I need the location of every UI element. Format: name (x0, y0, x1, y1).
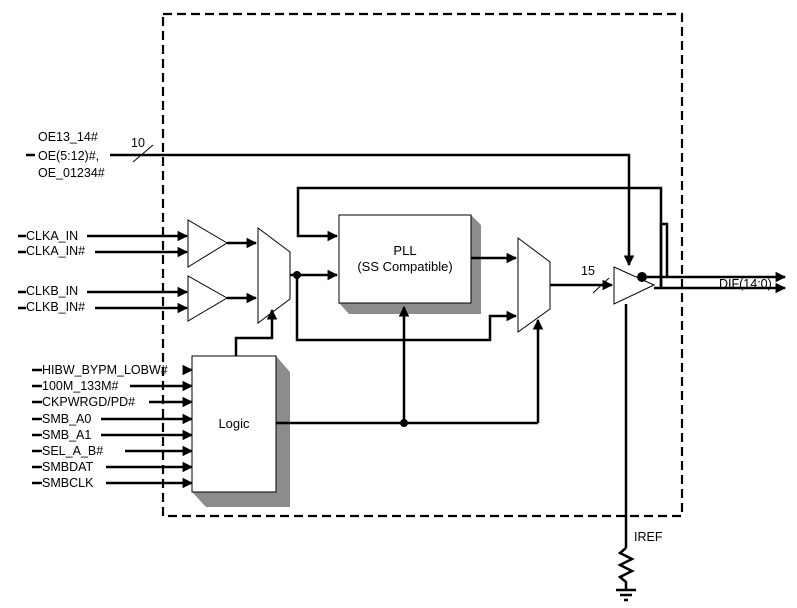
logic-input-label: SEL_A_B# (42, 444, 103, 458)
oe01234-label: OE_01234# (38, 166, 105, 180)
output-driver (613, 266, 656, 305)
pll-subtitle: (SS Compatible) (357, 259, 452, 274)
clka-buffer (187, 219, 228, 268)
logic-input-row: SMB_A0 (32, 412, 194, 426)
oe-bus-slash (132, 144, 154, 163)
feedback-tap (659, 222, 669, 288)
oe13-14-label: OE13_14# (38, 130, 98, 144)
logic-input-row: SMBCLK (32, 476, 194, 490)
logic-input-label: SMBDAT (42, 460, 94, 474)
logic-input-label: SMB_A1 (42, 428, 91, 442)
clka-in-label: CLKA_IN (26, 229, 78, 243)
oe-enable-wire (26, 153, 629, 265)
logic-shadow (192, 356, 290, 507)
logic-input-label: SMBCLK (42, 476, 94, 490)
pll-title: PLL (393, 243, 416, 258)
oe5-12-label: OE(5:12)#, (38, 149, 99, 163)
logic-input-row: SMBDAT (32, 460, 194, 474)
dif-label: DIF(14:0) (719, 277, 772, 291)
logic-input-label: SMB_A0 (42, 412, 91, 426)
output-mux (517, 237, 551, 333)
chip-boundary (161, 12, 684, 518)
driver-invert-bubble (637, 272, 647, 282)
logic-label: Logic (218, 416, 250, 431)
logic-input-label: HIBW_BYPM_LOBW# (42, 363, 168, 377)
pll-bypass-wire (295, 275, 518, 342)
logic-input-row: SMB_A1 (32, 428, 194, 442)
logic-block (191, 355, 277, 493)
logic-input-row: HIBW_BYPM_LOBW# (32, 363, 194, 377)
iref-label: IREF (634, 530, 663, 544)
clka-in-n-label: CLKA_IN# (26, 244, 85, 258)
pll-block (338, 214, 472, 304)
logic-input-list: HIBW_BYPM_LOBW# 100M_133M# CKPWRGD/PD# S… (32, 363, 194, 490)
logic-input-label: CKPWRGD/PD# (42, 395, 135, 409)
logic-input-row: CKPWRGD/PD# (32, 395, 194, 409)
logic-input-row: 100M_133M# (32, 379, 194, 393)
output-bus-slash (592, 277, 610, 294)
pll-shadow (339, 215, 481, 314)
logic-input-label: 100M_133M# (42, 379, 118, 393)
feedback-wire (296, 186, 663, 288)
clkb-in-n-label: CLKB_IN# (26, 300, 85, 314)
mux-select-wire (234, 308, 278, 356)
input-mux (257, 227, 291, 324)
logic-input-row: SEL_A_B# (32, 444, 194, 458)
clkb-buffer (187, 275, 229, 322)
oe-bus-width-label: 10 (131, 136, 145, 150)
iref-resistor (617, 547, 635, 589)
clkb-in-label: CLKB_IN (26, 284, 78, 298)
output-bus-width-label: 15 (581, 264, 595, 278)
